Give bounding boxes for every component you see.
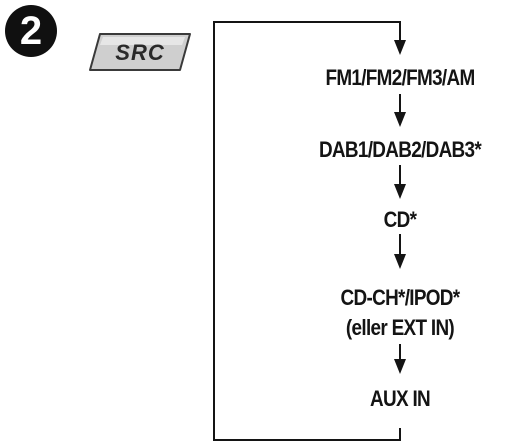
step-cd: CD* [383,207,417,232]
src-button-label: SRC [115,40,165,65]
step-cdch-note: (eller EXT IN) [345,315,455,340]
arrow-to-dab [394,112,406,127]
src-button-shape [89,33,191,71]
step-dab: DAB1/DAB2/DAB3* [318,137,482,162]
arrow-to-cd [394,184,406,199]
step-cdch-ipod: CD-CH*/IPOD* [340,285,461,310]
arrow-to-fm [394,40,406,55]
step-fm: FM1/FM2/FM3/AM [325,65,475,90]
step-number: 2 [19,9,43,53]
arrow-to-cdch [394,254,406,269]
loop-back-line [213,21,401,441]
src-button[interactable]: SRC [86,31,194,73]
arrow-to-aux [394,359,406,374]
step-number-badge: 2 [5,5,57,57]
step-aux-in: AUX IN [369,386,431,411]
